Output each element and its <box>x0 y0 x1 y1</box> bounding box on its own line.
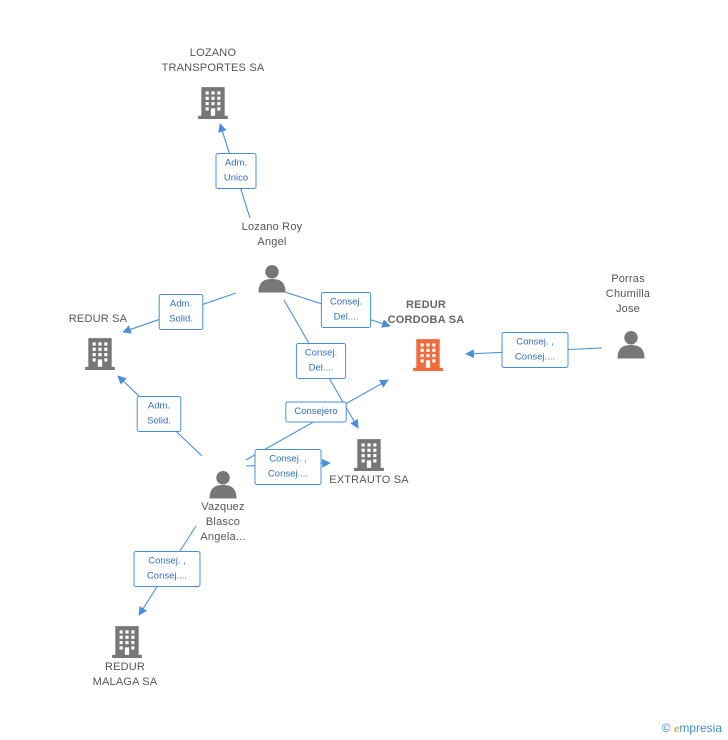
node-lozano_transportes[interactable]: LOZANO TRANSPORTES SA <box>162 47 265 119</box>
node-label: Vazquez <box>201 501 244 513</box>
node-label: Chumilla <box>606 288 651 300</box>
node-label: Angela... <box>200 531 245 543</box>
node-label: REDUR <box>406 299 446 311</box>
node-label: TRANSPORTES SA <box>162 62 265 74</box>
edge-vazquez-to-extrauto: Consej. , Consej.... <box>245 449 331 485</box>
edge-label-text: Consejero <box>294 406 337 417</box>
node-redur_malaga[interactable]: REDUR MALAGA SA <box>93 626 158 688</box>
node-label: Lozano Roy <box>242 221 303 233</box>
edge-label-text: Consej.... <box>515 352 555 363</box>
edge-label-box[interactable] <box>136 396 182 432</box>
edges-layer: Adm.UnicoAdm.Solid.Consej.Del....Consej.… <box>117 123 603 616</box>
edge-vazquez-to-redur_cordoba: Consejero <box>245 379 389 461</box>
brand-name: mpresia <box>679 721 722 735</box>
edge-label-text: Consej. <box>305 348 337 359</box>
edge-label-text: Consej.... <box>268 469 308 480</box>
edge-label-box[interactable] <box>215 153 257 189</box>
building-icon[interactable] <box>112 626 142 658</box>
building-icon[interactable] <box>85 338 115 370</box>
node-label: Blasco <box>206 516 240 528</box>
node-label: CORDOBA SA <box>388 314 465 326</box>
edge-label-text: Consej. , <box>516 337 554 348</box>
edge-vazquez-to-redur_sa: Adm. Solid. <box>117 375 203 457</box>
edge-label-text: Unico <box>224 173 248 184</box>
edge-lozano_roy-to-redur_sa: Adm. Solid. <box>122 292 237 334</box>
edge-lozano_roy-to-lozano_transportes: Adm. Unico <box>215 123 257 219</box>
edge-label-box[interactable] <box>158 294 204 330</box>
building-icon[interactable] <box>354 439 384 471</box>
edge-lozano_roy-to-redur_cordoba: Consej. Del.... <box>284 291 391 328</box>
person-icon[interactable] <box>258 265 286 293</box>
edge-label-text: Consej. <box>330 297 362 308</box>
node-label: Porras <box>611 273 645 285</box>
node-label: LOZANO <box>190 47 237 59</box>
edge-label-box[interactable] <box>254 449 322 485</box>
brand-initial: e <box>673 721 680 735</box>
edge-label-text: Consej.... <box>147 571 187 582</box>
node-extrauto[interactable]: EXTRAUTO SA <box>329 439 409 486</box>
edge-label-text: Consej. , <box>269 454 307 465</box>
edge-label-box[interactable] <box>295 343 347 379</box>
edge-label-text: Adm. <box>225 158 247 169</box>
edge-label-text: Adm. <box>170 299 192 310</box>
node-label: REDUR SA <box>69 313 128 325</box>
building-icon[interactable] <box>198 87 228 119</box>
person-icon[interactable] <box>617 331 645 359</box>
edge-label-box[interactable] <box>320 292 372 328</box>
edge-label-box[interactable] <box>501 332 569 368</box>
node-label: Jose <box>616 303 640 315</box>
edge-label-text: Solid. <box>147 416 171 427</box>
nodes-layer: LOZANO TRANSPORTES SA Lozano RoyAngelREDUR… <box>69 47 651 688</box>
edge-label-box[interactable] <box>285 401 347 423</box>
edge-label-text: Consej. , <box>148 556 186 567</box>
node-redur_cordoba[interactable]: REDUR CORDOBA SA <box>388 299 465 371</box>
building-icon[interactable] <box>413 339 443 371</box>
edge-label-text: Del.... <box>334 312 359 323</box>
node-label: MALAGA SA <box>93 676 158 688</box>
node-label: Angel <box>257 236 286 248</box>
edge-porras-to-redur_cordoba: Consej. , Consej.... <box>465 332 603 368</box>
copyright-symbol: © <box>661 721 671 735</box>
edge-label-box[interactable] <box>133 551 201 587</box>
edge-vazquez-to-redur_malaga: Consej. , Consej.... <box>133 525 201 616</box>
node-label: EXTRAUTO SA <box>329 474 409 486</box>
edge-label-text: Adm. <box>148 401 170 412</box>
empresia-brand: © empresia <box>662 721 722 736</box>
edge-label-text: Solid. <box>169 314 193 325</box>
node-redur_sa[interactable]: REDUR SA <box>69 313 128 370</box>
node-vazquez[interactable]: VazquezBlascoAngela... <box>200 471 245 543</box>
edge-label-text: Del.... <box>309 363 334 374</box>
person-icon[interactable] <box>209 471 237 499</box>
node-label: REDUR <box>105 661 145 673</box>
